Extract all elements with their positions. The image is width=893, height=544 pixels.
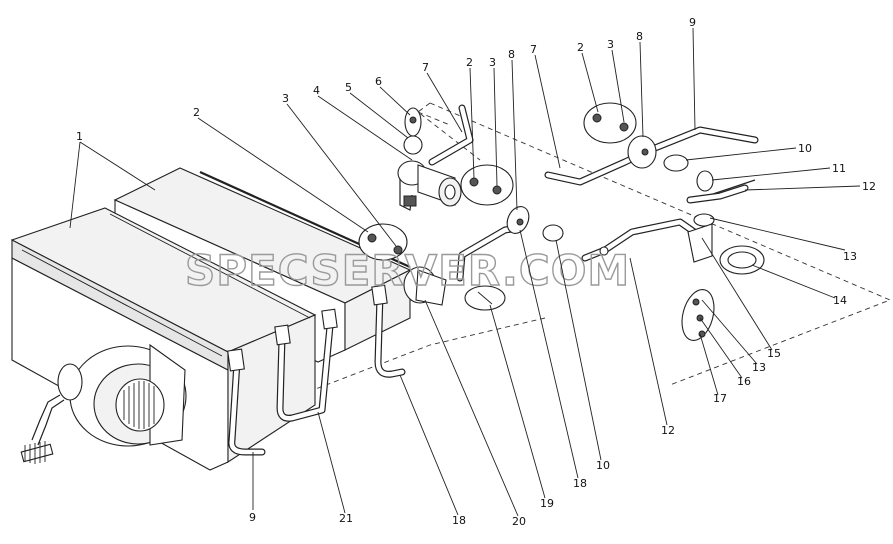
fastener-group-left: [358, 223, 408, 261]
label-part-9: 9: [249, 511, 256, 524]
label-part-6: 6: [375, 75, 382, 88]
label-part-19: 19: [540, 497, 554, 510]
fastener-group-right: [583, 102, 637, 144]
label-part-17: 17: [713, 392, 727, 405]
label-part-3: 3: [282, 92, 289, 105]
label-part-13: 13: [843, 250, 857, 263]
label-part-12: 12: [862, 180, 876, 193]
label-part-10: 10: [596, 459, 610, 472]
label-part-9: 9: [689, 16, 696, 29]
label-part-11: 11: [832, 162, 846, 175]
label-part-10: 10: [798, 142, 812, 155]
leader-lines: [69, 27, 861, 517]
watermark-text: SPECSERVER.COM: [185, 246, 630, 295]
label-part-5: 5: [345, 81, 352, 94]
label-part-14: 14: [833, 294, 847, 307]
label-part-2: 2: [193, 106, 200, 119]
label-part-16: 16: [737, 375, 751, 388]
label-part-18: 18: [452, 514, 466, 527]
label-part-4: 4: [313, 84, 320, 97]
part-labels: 1 2 3 4 5 6 7 2 3 8 7 2 3 8 9 10 11 12 1…: [76, 16, 876, 528]
label-part-3: 3: [607, 38, 614, 51]
label-part-7: 7: [530, 43, 537, 56]
label-part-2: 2: [466, 56, 473, 69]
heater-unit: [10, 167, 412, 471]
label-part-8: 8: [636, 30, 643, 43]
lower-pipe: [581, 184, 765, 341]
heater-pipes: [227, 284, 406, 456]
label-part-2: 2: [577, 41, 584, 54]
label-part-12: 12: [661, 424, 675, 437]
upper-pipe: [544, 126, 759, 196]
label-part-7: 7: [422, 61, 429, 74]
label-part-20: 20: [512, 515, 526, 528]
label-part-13: 13: [752, 361, 766, 374]
label-part-1: 1: [76, 130, 83, 143]
label-part-8: 8: [508, 48, 515, 61]
tap-valve: [397, 104, 474, 211]
label-part-18: 18: [573, 477, 587, 490]
label-part-21: 21: [339, 512, 353, 525]
middle-pipe: [403, 206, 564, 311]
label-part-3: 3: [489, 56, 496, 69]
label-part-15: 15: [767, 347, 781, 360]
fastener-group-middle: [460, 164, 514, 206]
